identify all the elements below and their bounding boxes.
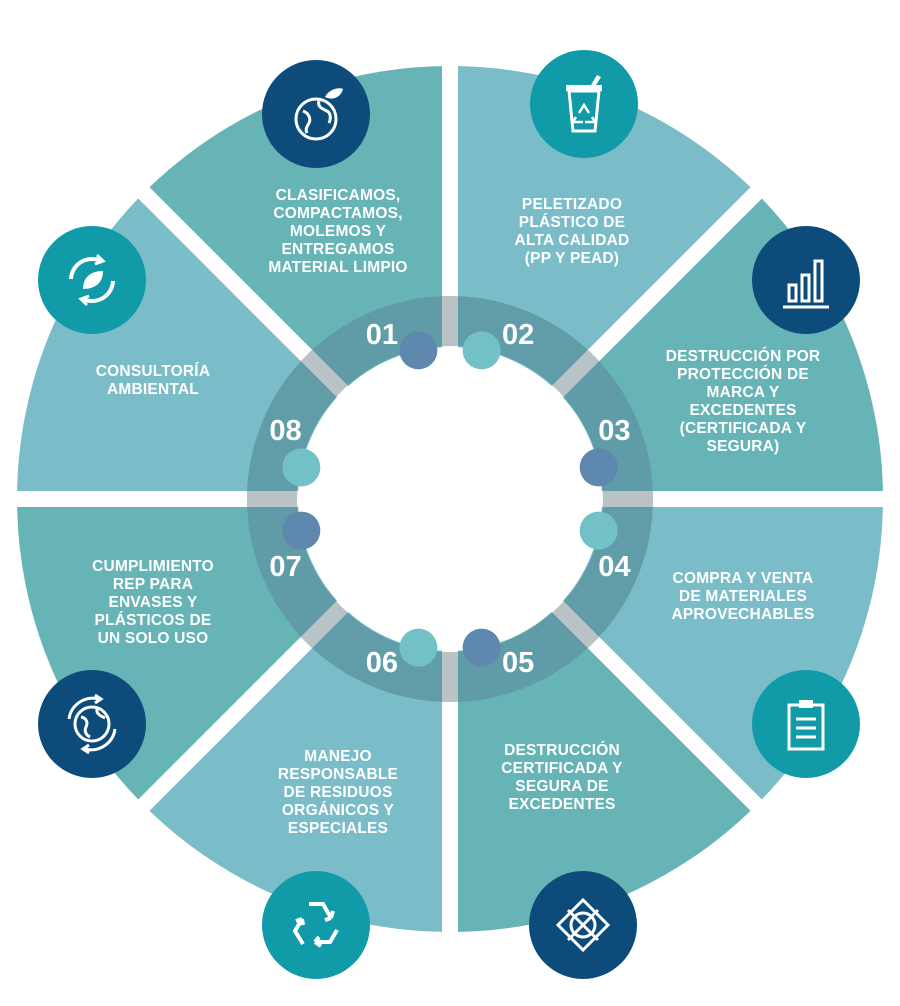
- segment-label-line: CONSULTORÍA: [95, 363, 211, 380]
- segment-number: 01: [365, 318, 398, 351]
- segment-number: 08: [269, 414, 302, 447]
- recycle-bin-icon: [566, 75, 602, 133]
- icon-badge: [530, 50, 638, 158]
- segment-label-line: MANEJO: [304, 748, 372, 765]
- segment-label-line: CLASIFICAMOS,: [275, 187, 401, 204]
- ring-dot: [399, 628, 438, 667]
- segment-number: 05: [501, 647, 535, 680]
- icon-badge: [38, 226, 146, 334]
- segment-number: 03: [598, 414, 631, 447]
- segment-number: 04: [598, 551, 631, 584]
- segment-label-line: (PP Y PEAD): [524, 250, 620, 267]
- segment-label-line: UN SOLO USO: [97, 630, 209, 647]
- segment-label-line: PLÁSTICOS DE: [94, 612, 212, 629]
- ring-dot: [462, 628, 501, 667]
- segment-label-line: PLÁSTICO DE: [518, 214, 626, 231]
- segment-label-line: SEGURA): [706, 438, 780, 455]
- segment-label-line: PELETIZADO: [521, 196, 623, 213]
- segment-label-line: ENTREGAMOS: [281, 241, 395, 258]
- ring-dot: [579, 511, 618, 550]
- segment-label-line: DE MATERIALES: [678, 588, 808, 605]
- ring-gap: [300, 349, 348, 397]
- segment-label-line: COMPRA Y VENTA: [672, 570, 814, 587]
- icon-badge: [262, 871, 370, 979]
- recycle-icon: [292, 902, 339, 948]
- center-hole: [298, 347, 602, 651]
- segment-label-line: (CERTIFICADA Y: [679, 420, 807, 437]
- ring-gap: [300, 601, 348, 649]
- segment-label-line: MATERIAL LIMPIO: [268, 259, 408, 276]
- segment-label-line: CERTIFICADA Y: [501, 760, 623, 777]
- segment-label-line: DE RESIDUOS: [283, 784, 393, 801]
- segment-label-line: APROVECHABLES: [671, 606, 815, 623]
- icon-badge: [529, 871, 637, 979]
- ring-gap: [552, 349, 600, 397]
- icon-badge: [262, 60, 370, 168]
- shredder-icon: [555, 897, 611, 953]
- clipboard-icon: [787, 700, 825, 751]
- segment-label-line: COMPACTAMOS,: [273, 205, 403, 222]
- ring-dot: [399, 331, 438, 370]
- segment-label-line: ORGÁNICOS Y: [281, 802, 395, 819]
- segment-number: 07: [269, 551, 302, 584]
- icon-badge: [38, 670, 146, 778]
- globe-leaf-icon: [294, 88, 343, 141]
- segment-label-line: ESPECIALES: [287, 820, 389, 837]
- segment-label-line: REP PARA: [112, 576, 194, 593]
- ring-dot: [462, 331, 501, 370]
- segment-label-line: AMBIENTAL: [107, 381, 199, 398]
- segment-label-line: EXCEDENTES: [689, 402, 797, 419]
- segment-label-line: RESPONSABLE: [277, 766, 399, 783]
- segment-label-line: MARCA Y: [706, 384, 780, 401]
- segment-label-line: ENVASES Y: [108, 594, 198, 611]
- segment-label-line: CUMPLIMIENTO: [92, 558, 214, 575]
- icon-badge: [752, 226, 860, 334]
- segment-label-line: DESTRUCCIÓN: [504, 742, 620, 759]
- bar-chart-icon: [783, 259, 829, 309]
- segment-number: 02: [501, 318, 535, 351]
- ring-gap: [552, 601, 600, 649]
- segment-label-line: MOLEMOS Y: [289, 223, 387, 240]
- ring-dot: [282, 511, 321, 550]
- globe-arrows-icon: [67, 693, 117, 755]
- segment-label-line: SEGURA DE: [515, 778, 609, 795]
- ring-dot: [579, 448, 618, 487]
- segment-label-line: EXCEDENTES: [508, 796, 616, 813]
- segment-label-line: ALTA CALIDAD: [514, 232, 630, 249]
- leaf-cycle-icon: [69, 253, 115, 307]
- segment-label-line: PROTECCIÓN DE: [677, 366, 809, 383]
- icon-badge: [752, 670, 860, 778]
- segment-label-line: DESTRUCCIÓN POR: [665, 348, 821, 365]
- ring-dot: [282, 448, 321, 487]
- segment-number: 06: [365, 647, 398, 680]
